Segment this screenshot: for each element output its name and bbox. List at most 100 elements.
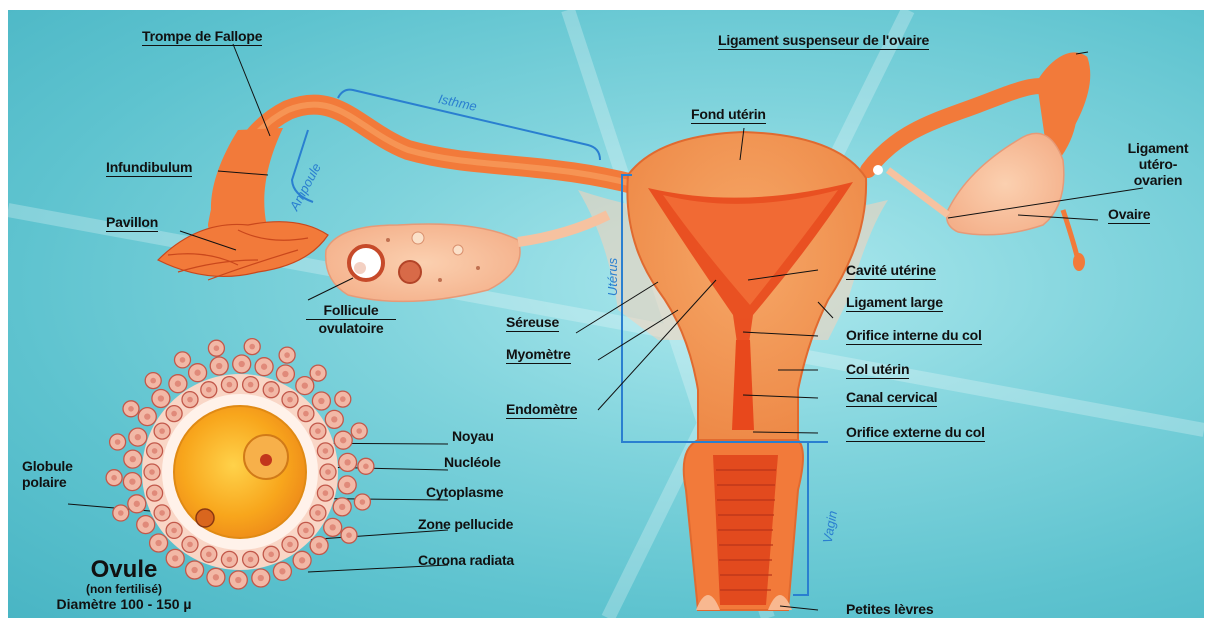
label-nucleole: Nucléole (444, 454, 501, 470)
label-myometre: Myomètre (506, 346, 571, 364)
label-globule-line1: Globule (22, 458, 73, 474)
corona-cell-nucleus (227, 382, 233, 388)
corona-cell-nucleus (159, 428, 165, 434)
corona-cell-nucleus (360, 499, 366, 505)
corona-cell-nucleus (130, 456, 136, 462)
label-col-uterin: Col utérin (846, 361, 909, 379)
label-ligament-utero-line1: Ligament (1116, 140, 1200, 156)
corona-cell-nucleus (249, 344, 255, 350)
label-sereuse: Séreuse (506, 314, 559, 332)
corona-cell-nucleus (315, 510, 321, 516)
label-ligament-utero-line2: utéro- (1116, 156, 1200, 172)
left-fallopian-tube (218, 105, 648, 225)
diagram-panel: Trompe de Fallope Infundibulum Pavillon … (8, 10, 1204, 618)
label-globule-line2: polaire (22, 474, 73, 490)
label-endometre: Endomètre (506, 401, 577, 419)
corona-cell-nucleus (279, 568, 285, 574)
label-follicule-line2: ovulatoire (306, 320, 396, 336)
corona-cell-nucleus (315, 370, 321, 376)
corona-cell-nucleus (287, 542, 293, 548)
label-ovaire: Ovaire (1108, 206, 1150, 224)
corona-cell-nucleus (340, 437, 346, 443)
corona-cell-nucleus (180, 357, 186, 363)
corona-cell-nucleus (356, 428, 362, 434)
label-orifice-externe: Orifice externe du col (846, 424, 985, 442)
corona-cell-nucleus (339, 504, 345, 510)
label-petites-levres: Petites lèvres (846, 601, 933, 618)
corona-cell-nucleus (194, 370, 200, 376)
corona-cell-nucleus (152, 448, 158, 454)
label-pavillon: Pavillon (106, 214, 158, 232)
corona-cell-nucleus (261, 364, 267, 370)
corona-cell-nucleus (299, 557, 305, 563)
corona-cell-nucleus (149, 469, 155, 475)
label-follicule-ovulatoire: Follicule ovulatoire (306, 302, 396, 336)
corona-cell-nucleus (248, 382, 254, 388)
corona-cell-nucleus (287, 397, 293, 403)
ovule-title: Ovule (24, 558, 224, 582)
label-fond-uterin: Fond utérin (691, 106, 766, 124)
label-trompe-de-fallope: Trompe de Fallope (142, 28, 262, 46)
corona-cell-nucleus (129, 478, 135, 484)
corona-cell-nucleus (187, 397, 193, 403)
corona-cell-nucleus (111, 475, 117, 481)
right-ovary (947, 133, 1064, 234)
corona-cell-nucleus (187, 542, 193, 548)
label-ligament-suspenseur: Ligament suspenseur de l'ovaire (718, 32, 929, 50)
label-ligament-utero-ovarien: Ligament utéro- ovarien (1116, 140, 1200, 188)
corona-cell-nucleus (115, 439, 121, 445)
ovule-cell (106, 339, 374, 589)
corona-cell-nucleus (152, 490, 158, 496)
label-noyau: Noyau (452, 428, 494, 444)
label-globule-polaire: Globule polaire (22, 458, 73, 490)
label-ligament-large: Ligament large (846, 294, 943, 312)
label-follicule-line1: Follicule (306, 302, 396, 320)
corona-cell-nucleus (344, 482, 350, 488)
corona-cell-nucleus (258, 575, 264, 581)
corona-cell-nucleus (315, 428, 321, 434)
corona-cell-nucleus (135, 434, 141, 440)
corona-cell-nucleus (323, 448, 329, 454)
corona-cell-nucleus (235, 577, 241, 583)
corona-cell-nucleus (248, 557, 254, 563)
label-ligament-utero-line3: ovarien (1116, 172, 1200, 188)
corona-cell-nucleus (175, 381, 181, 387)
label-infundibulum: Infundibulum (106, 159, 192, 177)
label-cytoplasme: Cytoplasme (426, 484, 503, 500)
corona-cell-nucleus (158, 395, 164, 401)
corona-cell-nucleus (268, 387, 274, 393)
corona-cell-nucleus (346, 532, 352, 538)
anatomy-illustration (8, 10, 1204, 618)
corona-cell-nucleus (318, 398, 324, 404)
corona-cell-nucleus (118, 510, 124, 516)
corona-cell-nucleus (128, 406, 134, 412)
corona-cell-nucleus (216, 363, 222, 369)
corona-cell-nucleus (331, 416, 337, 422)
label-uterus: Utérus (606, 258, 620, 296)
corona-cell-nucleus (330, 524, 336, 530)
corona-cell-nucleus (171, 411, 177, 417)
corona-cell-nucleus (206, 552, 212, 558)
corona-cell-nucleus (303, 528, 309, 534)
corona-cell-nucleus (303, 411, 309, 417)
left-ovary (326, 215, 608, 301)
corona-cell-nucleus (344, 459, 350, 465)
corona-cell-nucleus (325, 469, 331, 475)
corona-cell-nucleus (150, 378, 156, 384)
label-corona-radiata: Corona radiata (418, 552, 514, 568)
corona-cell-nucleus (214, 345, 220, 351)
corona-cell-nucleus (340, 396, 346, 402)
label-orifice-interne: Orifice interne du col (846, 327, 982, 345)
corona-cell-nucleus (302, 382, 308, 388)
ovule-caption: Ovule (non fertilisé) Diamètre 100 - 150… (24, 558, 224, 612)
corona-cell-nucleus (227, 557, 233, 563)
label-canal-cervical: Canal cervical (846, 389, 937, 407)
corona-cell-nucleus (284, 352, 290, 358)
corona-cell-nucleus (206, 387, 212, 393)
corona-cell-nucleus (268, 552, 274, 558)
corona-cell-nucleus (159, 510, 165, 516)
corona-cell-nucleus (282, 371, 288, 377)
corona-cell-nucleus (155, 540, 161, 546)
ovule-diameter: Diamètre 100 - 150 µ (24, 596, 224, 612)
